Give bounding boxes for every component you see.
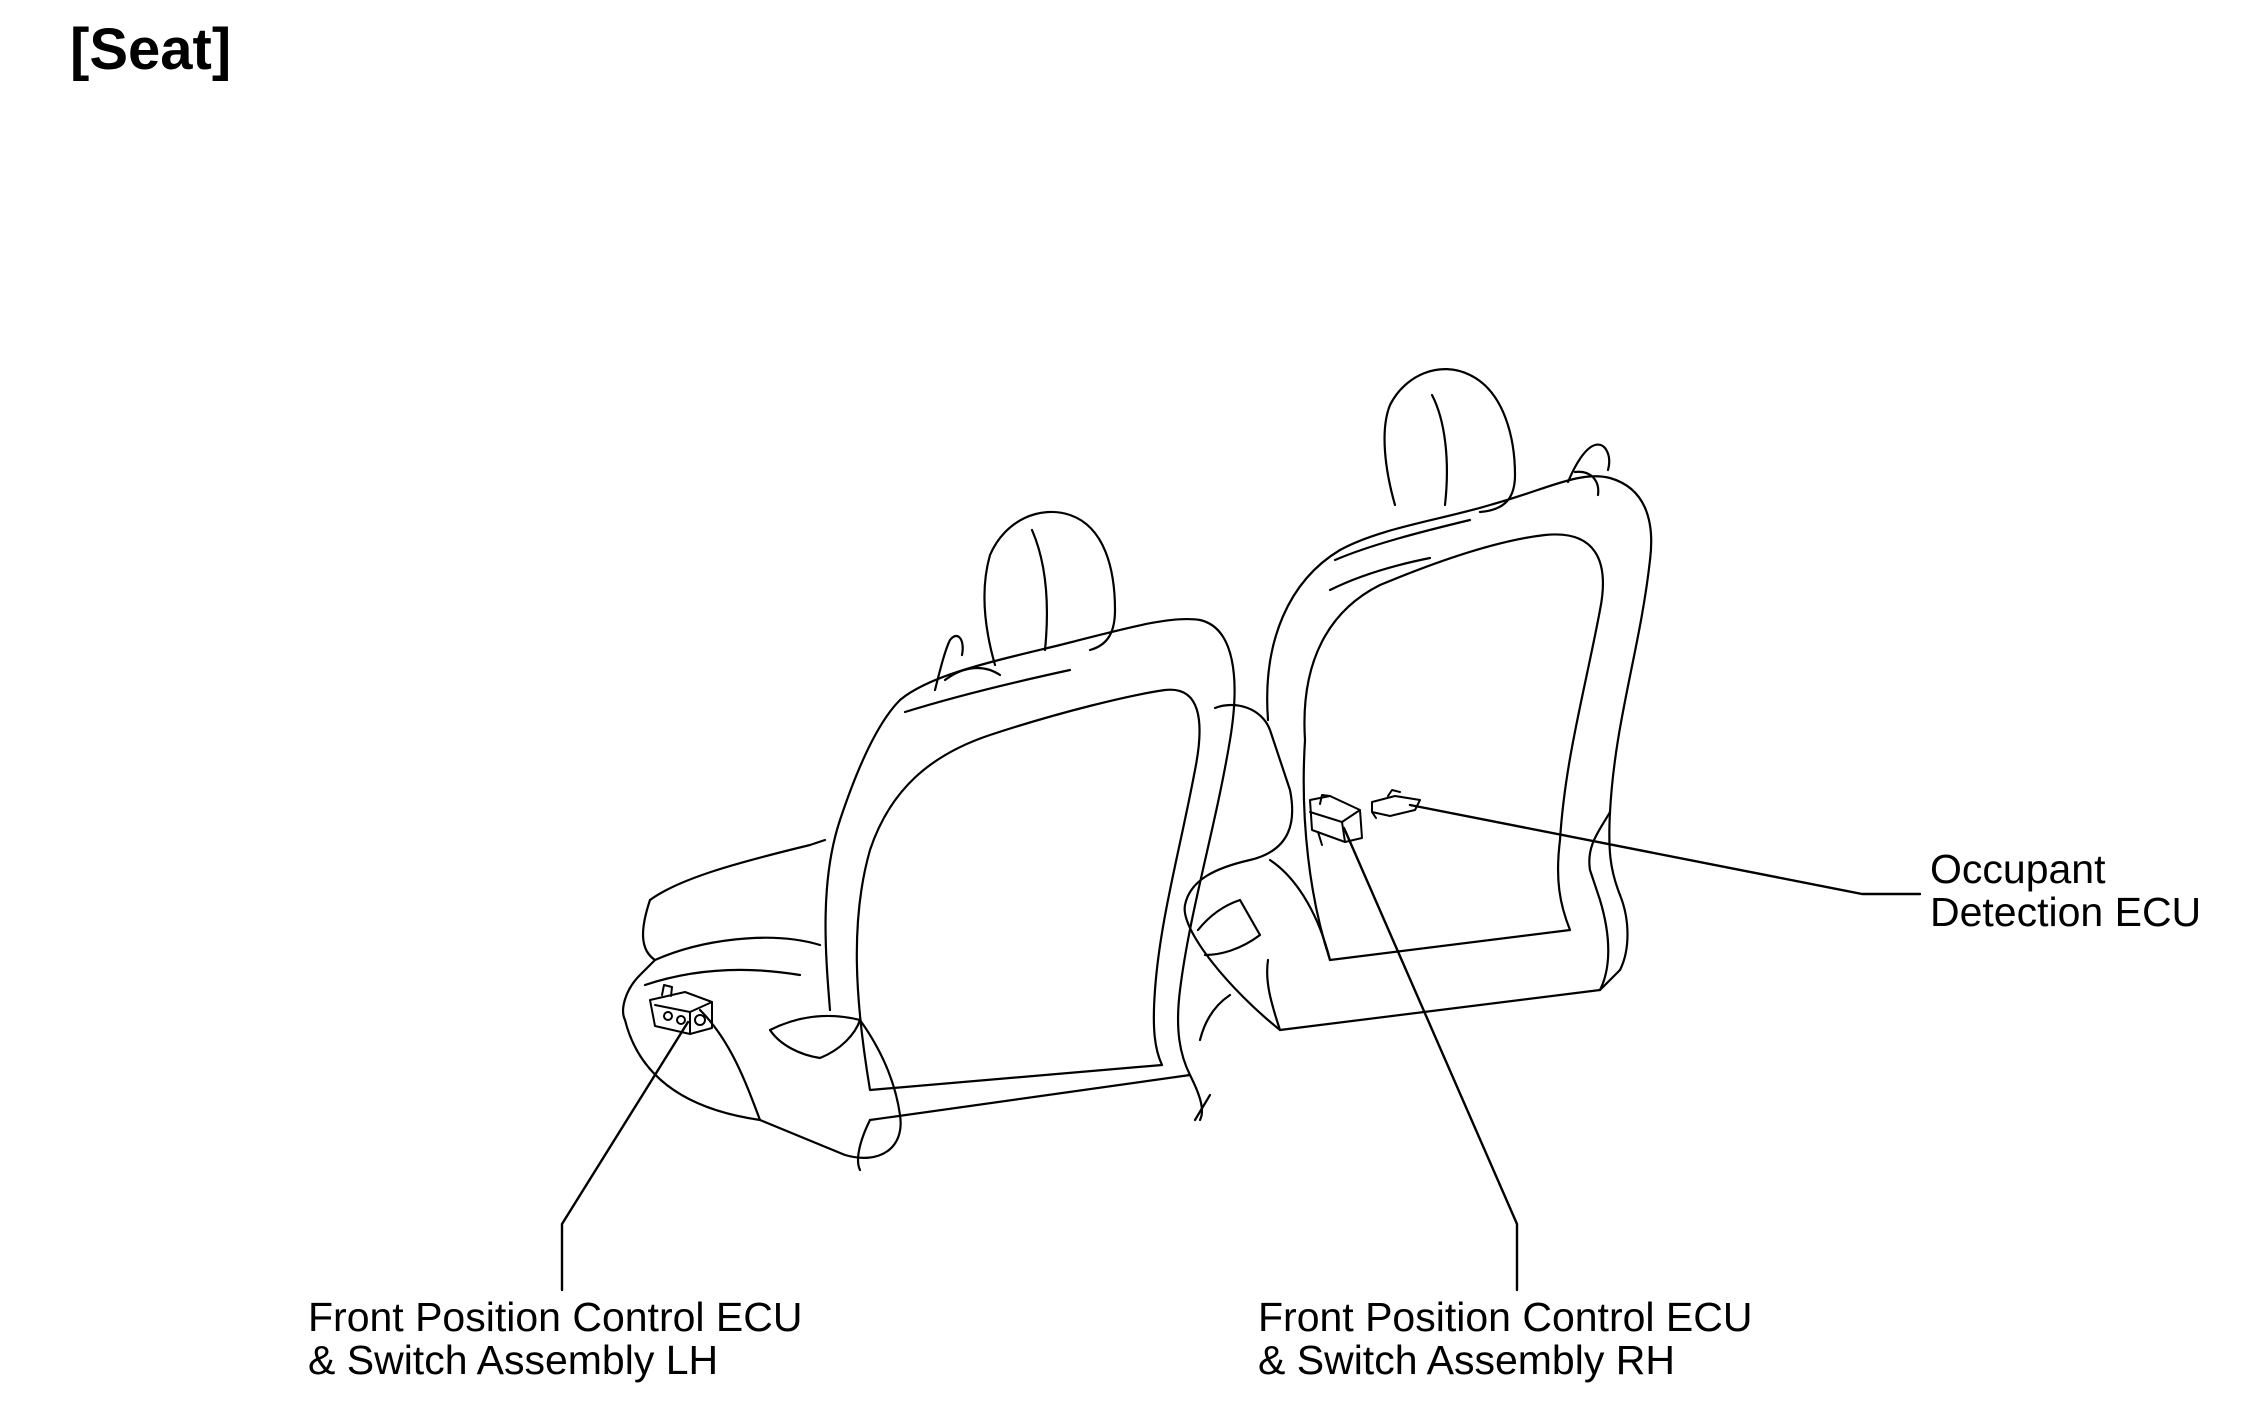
switch-assembly-lh-icon bbox=[649, 984, 713, 1035]
label-lh-line1: Front Position Control ECU bbox=[308, 1294, 803, 1340]
leader-line-rh bbox=[1342, 826, 1519, 1292]
left-headrest bbox=[983, 510, 1117, 667]
right-headrest bbox=[1383, 368, 1517, 514]
floor-console bbox=[1196, 898, 1262, 1042]
occupant-detection-ecu-icon bbox=[1371, 789, 1421, 819]
page-title: [Seat] bbox=[70, 17, 232, 82]
left-seatback bbox=[824, 617, 1236, 1122]
label-occupant-line1: Occupant bbox=[1930, 846, 2106, 892]
label-occupant-line2: Detection ECU bbox=[1930, 889, 2202, 935]
left-seat bbox=[622, 510, 1236, 1172]
label-occupant-detection-ecu: Occupant Detection ECU bbox=[1930, 848, 2201, 934]
right-seat bbox=[1183, 368, 1653, 1032]
leader-line-lh bbox=[560, 1020, 690, 1292]
left-seat-cushion bbox=[648, 838, 827, 902]
label-front-position-control-lh: Front Position Control ECU & Switch Asse… bbox=[308, 1296, 802, 1382]
label-lh-line2: & Switch Assembly LH bbox=[308, 1337, 719, 1383]
label-front-position-control-rh: Front Position Control ECU & Switch Asse… bbox=[1258, 1296, 1752, 1382]
leader-line-occupant bbox=[1408, 803, 1922, 896]
right-seatback bbox=[1266, 475, 1653, 897]
label-rh-line2: & Switch Assembly RH bbox=[1258, 1337, 1675, 1383]
label-rh-line1: Front Position Control ECU bbox=[1258, 1294, 1753, 1340]
right-seatback-panel bbox=[1302, 533, 1604, 962]
switch-assembly-rh-icon bbox=[1309, 794, 1363, 846]
leader-lines bbox=[560, 803, 1922, 1292]
right-seat-cushion bbox=[1183, 703, 1612, 1032]
left-seatback-panel bbox=[855, 688, 1201, 1092]
